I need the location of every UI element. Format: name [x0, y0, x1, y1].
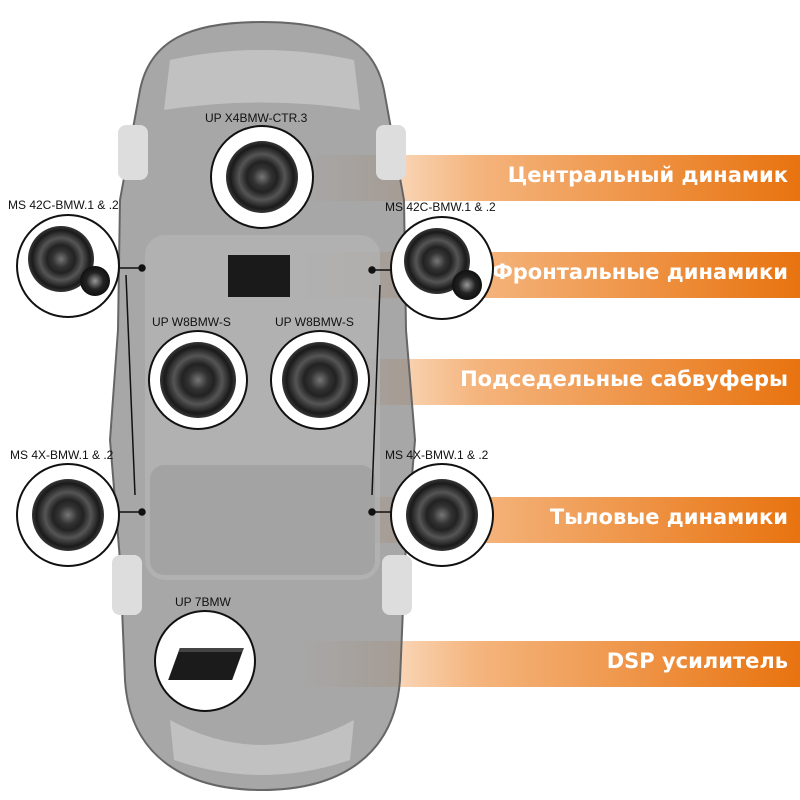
label-rear-right: MS 4X-BMW.1 & .2 [385, 448, 489, 462]
banner-text: Подседельные сабвуферы [460, 367, 788, 391]
center-speaker-image [210, 125, 314, 229]
label-sub-left: UP W8BMW-S [152, 315, 231, 329]
label-center-speaker: UP X4BMW-CTR.3 [205, 111, 308, 125]
front-right-speaker-image [390, 216, 494, 320]
rear-left-speaker-image [16, 463, 120, 567]
banner-text: DSP усилитель [606, 649, 788, 673]
amplifier-image [154, 610, 256, 712]
sub-right-image [270, 330, 370, 430]
banner-text: Центральный динамик [507, 163, 788, 187]
banner-text: Тыловые динамики [549, 505, 788, 529]
label-rear-left: MS 4X-BMW.1 & .2 [10, 448, 114, 462]
banner-text: Фронтальные динамики [491, 260, 788, 284]
label-front-right: MS 42C-BMW.1 & .2 [385, 200, 496, 214]
rear-right-speaker-image [390, 463, 494, 567]
label-amplifier: UP 7BMW [175, 595, 231, 609]
front-left-speaker-image [16, 214, 120, 318]
sub-left-image [148, 330, 248, 430]
label-sub-right: UP W8BMW-S [275, 315, 354, 329]
label-front-left: MS 42C-BMW.1 & .2 [8, 198, 119, 212]
